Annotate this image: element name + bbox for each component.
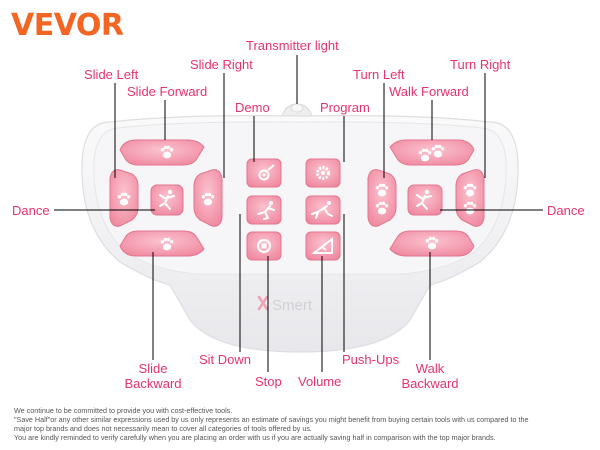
push-up-figure-icon bbox=[311, 201, 333, 219]
left-dpad bbox=[109, 139, 223, 257]
push-ups-button[interactable] bbox=[305, 195, 341, 225]
slide-forward-button[interactable] bbox=[119, 139, 205, 166]
turn-right-button[interactable] bbox=[455, 169, 485, 227]
disclaimer-line: "Save Half"or any other similar expressi… bbox=[14, 415, 529, 424]
label-turn-left: Turn Left bbox=[353, 67, 405, 82]
demo-button[interactable] bbox=[246, 158, 282, 188]
stop-icon bbox=[257, 239, 271, 253]
label-dance-right: Dance bbox=[547, 203, 585, 218]
slide-left-button[interactable] bbox=[109, 169, 139, 227]
brand-logo: VEVOR bbox=[11, 8, 124, 43]
label-walk-backward-line1: Walk bbox=[415, 361, 445, 376]
label-turn-right: Turn Right bbox=[450, 57, 511, 72]
label-walk-backward: Walk Backward bbox=[394, 361, 466, 391]
walk-forward-button[interactable] bbox=[389, 139, 475, 166]
label-slide-backward: Slide Backward bbox=[118, 361, 188, 391]
slide-right-button[interactable] bbox=[193, 169, 223, 227]
label-slide-backward-line2: Backward bbox=[124, 376, 182, 391]
label-walk-backward-line2: Backward bbox=[401, 376, 459, 391]
label-slide-left: Slide Left bbox=[84, 67, 139, 82]
label-push-ups: Push-Ups bbox=[342, 352, 400, 367]
label-transmitter-light: Transmitter light bbox=[246, 38, 339, 53]
label-volume: Volume bbox=[298, 374, 342, 389]
label-program: Program bbox=[320, 100, 370, 115]
disclaimer-line: major top brands and does not necessaril… bbox=[14, 424, 312, 433]
center-buttons bbox=[246, 158, 341, 261]
label-demo: Demo bbox=[235, 100, 270, 115]
dance-button-right[interactable] bbox=[407, 184, 443, 216]
remote-logo-text: Smert bbox=[272, 297, 313, 314]
disclaimer-line: You are kindly reminded to verify carefu… bbox=[14, 433, 496, 442]
label-slide-backward-line1: Slide bbox=[138, 361, 168, 376]
remote-logo: Smert bbox=[257, 295, 313, 314]
leader-lines bbox=[54, 55, 543, 372]
label-stop: Stop bbox=[255, 374, 282, 389]
gear-icon bbox=[316, 166, 330, 180]
label-dance-left: Dance bbox=[12, 203, 50, 218]
label-slide-forward: Slide Forward bbox=[127, 84, 208, 99]
label-sit-down: Sit Down bbox=[199, 352, 252, 367]
dancing-figure-icon bbox=[416, 189, 432, 210]
sitting-figure-icon bbox=[257, 201, 275, 220]
turn-left-button[interactable] bbox=[367, 169, 397, 227]
slide-backward-button[interactable] bbox=[119, 230, 205, 257]
label-slide-right: Slide Right bbox=[190, 57, 253, 72]
demo-icon bbox=[258, 164, 275, 181]
disclaimer: We continue to be committed to provide y… bbox=[14, 406, 594, 442]
dancing-figure-icon bbox=[159, 189, 175, 210]
volume-icon bbox=[311, 236, 333, 254]
x-logo-icon bbox=[257, 295, 269, 311]
transmitter-light bbox=[281, 103, 313, 117]
label-walk-forward: Walk Forward bbox=[389, 84, 469, 99]
disclaimer-line: We continue to be committed to provide y… bbox=[14, 406, 233, 415]
right-dpad bbox=[367, 139, 485, 257]
